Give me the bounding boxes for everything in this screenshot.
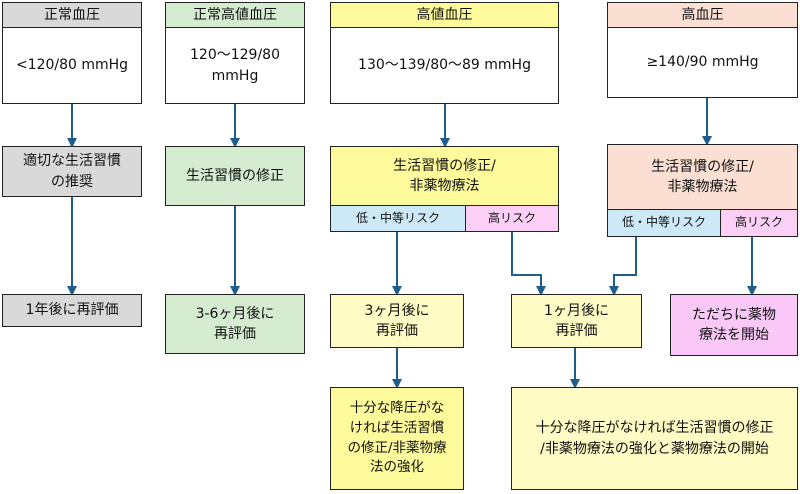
elevated-3month-followup: 3ヶ月後に 再評価 bbox=[330, 294, 464, 348]
arrow-htn-low bbox=[609, 237, 637, 296]
high-normal-followup: 3-6ヶ月後に 再評価 bbox=[165, 294, 305, 354]
normal-followup: 1年後に再評価 bbox=[2, 294, 142, 327]
elevated-bp-header: 高値血圧 bbox=[330, 2, 559, 28]
elevated-low-risk: 低・中等リスク bbox=[330, 205, 466, 232]
high-normal-bp-header: 正常高値血圧 bbox=[165, 2, 305, 28]
immediate-medication: ただちに薬物 療法を開始 bbox=[670, 294, 798, 356]
elevated-bp-range: 130〜139/80〜89 mmHg bbox=[330, 27, 559, 104]
hypertension-range: ≥140/90 mmHg bbox=[607, 27, 798, 98]
high-normal-bp-range: 120〜129/80 mmHg bbox=[165, 27, 305, 104]
hypertension-header: 高血圧 bbox=[607, 2, 798, 28]
elevated-high-risk: 高リスク bbox=[465, 205, 559, 232]
elevated-action: 生活習慣の修正/ 非薬物療法 bbox=[330, 146, 559, 206]
arrow-elevated-high bbox=[511, 232, 546, 296]
normal-action: 適切な生活習慣 の推奨 bbox=[2, 146, 142, 197]
hypertension-high-risk: 高リスク bbox=[720, 209, 798, 237]
normal-bp-range: <120/80 mmHg bbox=[2, 27, 142, 104]
high-normal-action: 生活習慣の修正 bbox=[165, 146, 305, 206]
hypertension-action: 生活習慣の修正/ 非薬物療法 bbox=[607, 144, 798, 210]
combined-outcome: 十分な降圧がなければ生活習慣の修正 /非薬物療法の強化と薬物療法の開始 bbox=[511, 387, 798, 490]
elevated-outcome: 十分な降圧がな ければ生活習慣 の修正/非薬物療 法の強化 bbox=[330, 387, 464, 490]
hypertension-low-risk: 低・中等リスク bbox=[607, 209, 721, 237]
one-month-followup: 1ヶ月後に 再評価 bbox=[511, 294, 642, 348]
normal-bp-header: 正常血圧 bbox=[2, 2, 142, 28]
